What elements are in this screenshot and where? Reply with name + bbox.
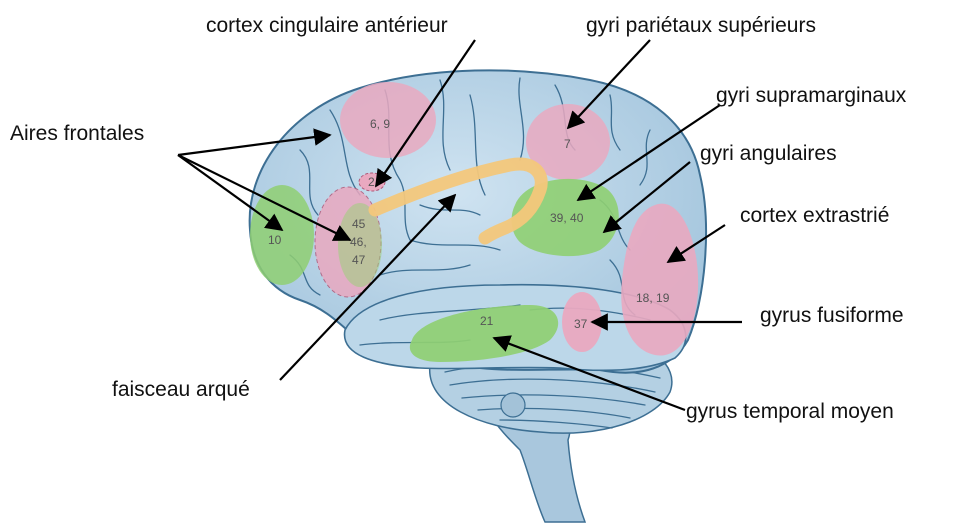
label-gyrus-fusiforme: gyrus fusiforme: [760, 304, 904, 327]
area-number-21: 21: [480, 314, 494, 328]
area-number-45: 45: [352, 217, 366, 231]
area-number-6-9: 6, 9: [370, 117, 390, 131]
area-number-10: 10: [268, 233, 282, 247]
label-gyri-angulaires: gyri angulaires: [700, 142, 837, 165]
area-number-46: 46,: [350, 235, 367, 249]
area-number-39-40: 39, 40: [550, 211, 584, 225]
area-number-18-19: 18, 19: [636, 291, 670, 305]
label-faisceau-arque: faisceau arqué: [112, 378, 250, 401]
label-gyri-parietaux: gyri pariétaux supérieurs: [586, 14, 816, 37]
label-cortex-extrastrie: cortex extrastrié: [740, 204, 889, 227]
area-10-region: [250, 185, 314, 285]
area-number-37: 37: [574, 317, 588, 331]
label-gyri-supramarginaux: gyri supramarginaux: [716, 84, 907, 107]
area-number-47: 47: [352, 253, 366, 267]
label-aires-frontales: Aires frontales: [10, 122, 144, 145]
label-cortex-cingulaire: cortex cingulaire antérieur: [206, 14, 448, 37]
area-number-7: 7: [564, 137, 571, 151]
area-number-2: 2: [368, 175, 375, 189]
label-gyrus-temporal-moyen: gyrus temporal moyen: [686, 400, 894, 423]
